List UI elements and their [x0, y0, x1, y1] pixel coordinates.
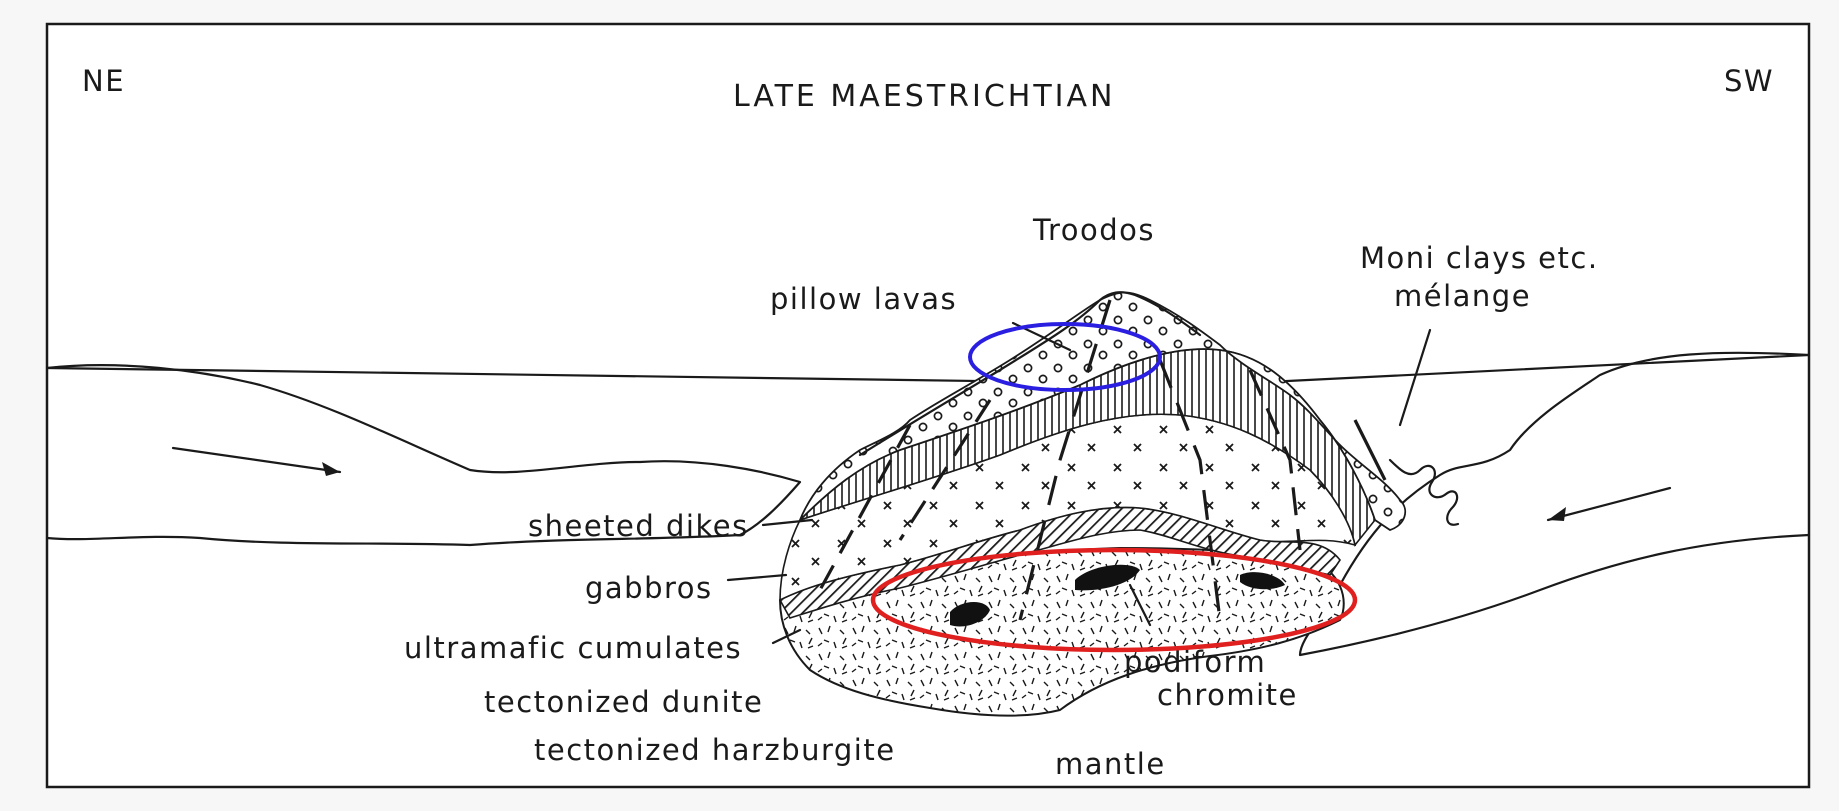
diagram-title: LATE MAESTRICHTIAN: [733, 79, 1115, 114]
pillow-lavas-label: pillow lavas: [770, 282, 957, 316]
tectonized-harzburgite-label: tectonized harzburgite: [534, 733, 896, 767]
chromite-label: chromite: [1157, 678, 1298, 712]
melange-label: mélange: [1394, 279, 1531, 313]
ne-label: NE: [82, 64, 125, 98]
ultramafic-cumulates-label: ultramafic cumulates: [404, 631, 742, 665]
sw-label: SW: [1724, 64, 1774, 98]
tectonized-dunite-label: tectonized dunite: [484, 685, 763, 719]
troodos-label: Troodos: [1032, 213, 1155, 247]
gabbros-label: gabbros: [585, 571, 713, 605]
mantle-label: mantle: [1055, 747, 1166, 781]
moni-clays-label: Moni clays etc.: [1360, 241, 1599, 275]
sheeted-dikes-label: sheeted dikes: [528, 509, 749, 543]
